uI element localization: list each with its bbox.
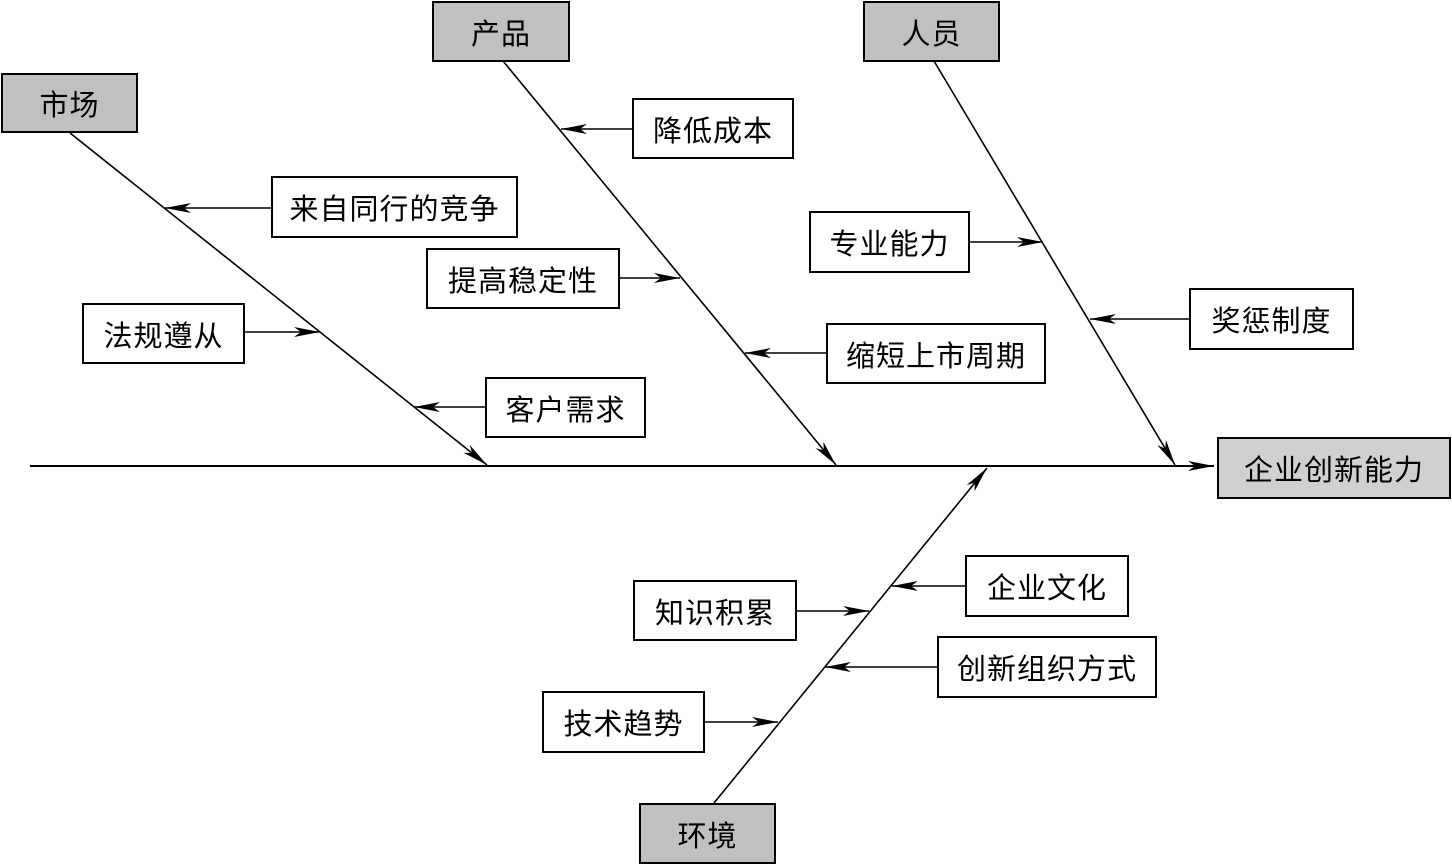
category-market: 市场 <box>1 73 138 133</box>
category-people: 人员 <box>863 1 1000 62</box>
cause-product-2: 提高稳定性 <box>426 248 620 309</box>
bone-product <box>502 60 837 466</box>
cause-market-2: 法规遵从 <box>82 303 245 364</box>
effect-box: 企业创新能力 <box>1217 437 1451 499</box>
cause-people-1: 专业能力 <box>809 211 970 273</box>
cause-people-2: 奖惩制度 <box>1189 288 1354 350</box>
cause-environment-3: 创新组织方式 <box>937 636 1157 698</box>
cause-market-3: 客户需求 <box>485 377 646 438</box>
cause-environment-4: 技术趋势 <box>542 691 705 753</box>
cause-product-1: 降低成本 <box>632 98 794 159</box>
cause-market-1: 来自同行的竞争 <box>271 176 518 238</box>
category-product: 产品 <box>432 1 570 62</box>
cause-environment-1: 企业文化 <box>965 555 1129 617</box>
cause-product-3: 缩短上市周期 <box>826 323 1046 384</box>
category-environment: 环境 <box>639 803 776 864</box>
cause-environment-2: 知识积累 <box>633 580 797 641</box>
bone-environment <box>713 467 988 804</box>
bone-people <box>933 60 1176 466</box>
